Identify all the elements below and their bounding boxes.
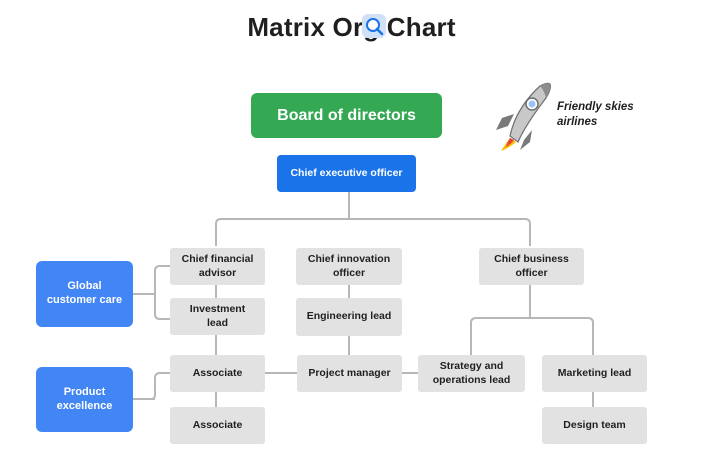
brand-line1: Friendly skies — [557, 101, 634, 113]
cfa-label-line2: advisor — [198, 266, 237, 279]
brand-line2: airlines — [557, 115, 598, 128]
marketing-label: Marketing lead — [557, 366, 632, 379]
cio-label-line1: Chief innovation — [307, 253, 391, 266]
ceo-box[interactable]: Chief executive officer — [277, 155, 416, 192]
strategy-label-line2: operations lead — [432, 373, 511, 386]
page-title: Matrix Org Chart — [247, 12, 456, 42]
design-team-box[interactable]: Design team — [542, 407, 647, 444]
board-of-directors-box[interactable]: Board of directors — [251, 93, 442, 138]
associate-label-1: Associate — [192, 366, 243, 379]
engineering-lead-box[interactable]: Engineering lead — [296, 298, 402, 336]
ceo-label: Chief executive officer — [290, 166, 403, 179]
engineering-label: Engineering lead — [306, 310, 392, 323]
associate-label-2: Associate — [192, 418, 243, 431]
brand-name: Friendly skies airlines — [557, 100, 634, 130]
global-label-line1: Global — [67, 280, 102, 293]
marketing-lead-box[interactable]: Marketing lead — [542, 355, 647, 392]
cbo-label-line2: officer — [515, 266, 548, 279]
rocket-icon — [490, 80, 554, 157]
investment-label-line1: Investment — [189, 303, 246, 316]
investment-label-line2: lead — [206, 316, 228, 329]
design-team-label: Design team — [563, 418, 626, 431]
strategy-label-line1: Strategy and — [439, 360, 504, 373]
associate-box-2[interactable]: Associate — [170, 407, 265, 444]
cio-label-line2: officer — [332, 266, 366, 279]
product-label-line2: excellence — [56, 399, 113, 412]
associate-box-1[interactable]: Associate — [170, 355, 265, 392]
project-manager-box[interactable]: Project manager — [297, 355, 402, 392]
project-manager-label: Project manager — [308, 366, 391, 379]
cbo-label-line1: Chief business — [494, 253, 569, 266]
magnifier-icon[interactable] — [362, 14, 386, 38]
product-label-line1: Product — [63, 385, 106, 398]
cfa-label-line1: Chief financial — [181, 253, 254, 266]
board-label: Board of directors — [277, 106, 416, 124]
global-label-line2: customer care — [46, 294, 123, 306]
